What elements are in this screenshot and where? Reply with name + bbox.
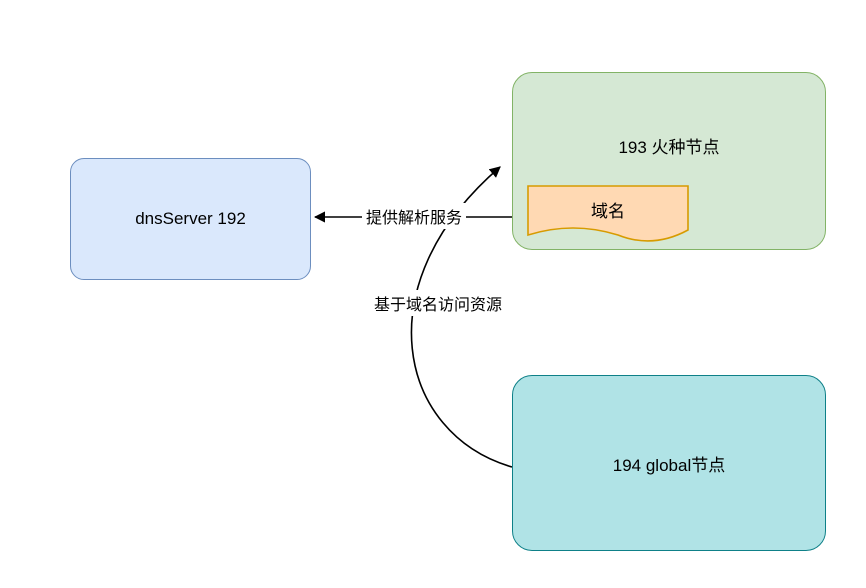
resolve-service-edge-label: 提供解析服务: [361, 203, 467, 229]
node-193-seed-label: 193 火种节点: [618, 138, 720, 157]
node-194-global: 194 global节点: [512, 375, 826, 551]
node-dnsserver-192: dnsServer 192: [70, 158, 311, 280]
node-194-global-label: 194 global节点: [612, 455, 726, 475]
access-by-domain-edge-label: 基于域名访问资源: [369, 290, 507, 316]
domain-document-label: 域名: [591, 202, 625, 221]
node-dnsserver-192-label: dnsServer 192: [135, 209, 246, 228]
domain-document-shape: [527, 185, 689, 242]
domain-document-outline: [527, 185, 689, 242]
